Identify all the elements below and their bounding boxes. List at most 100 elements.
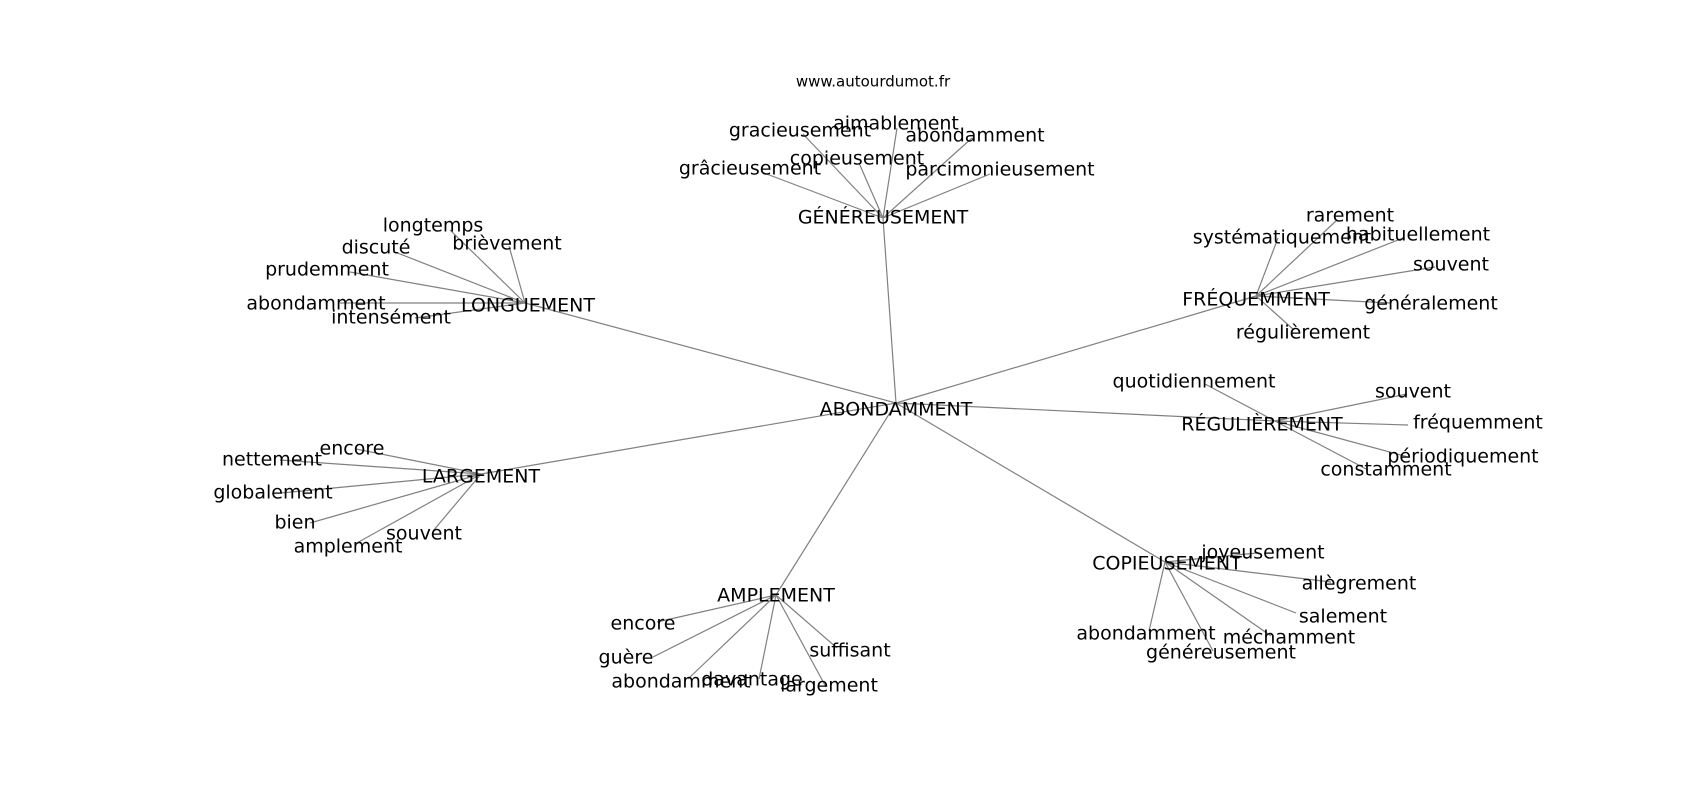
leaf-label-largement-4: souvent [386,523,462,545]
leaf-label-copieusement-2: salement [1299,606,1387,628]
leaf-label-copieusement-3: abondamment [1076,623,1215,645]
leaf-label-regulierement-1: souvent [1375,381,1451,403]
edge-longuement-leaf-0 [449,229,526,304]
leaf-label-longuement-1: brièvement [452,233,561,255]
hub-label-regulierement: RÉGULIÈREMENT [1181,413,1343,436]
leaf-label-regulierement-4: constamment [1320,459,1451,481]
leaf-label-longuement-2: discuté [342,237,411,259]
edge-amplement-leaf-0 [656,594,777,623]
leaf-label-amplement-4: davantage [701,669,802,691]
leaf-label-longuement-0: longtemps [383,215,484,237]
edge-frequemment-leaf-4 [1255,295,1391,304]
leaf-label-frequemment-2: habituellement [1346,224,1490,246]
leaf-label-amplement-2: suffisant [809,640,890,662]
edge-genereusement-leaf-3 [858,162,884,219]
edge-copieusement-leaf-5 [1164,561,1214,652]
leaf-label-longuement-5: intensément [331,307,451,329]
leaf-label-frequemment-4: généralement [1364,293,1498,315]
leaf-label-regulierement-2: fréquemment [1413,412,1543,434]
edge-copieusement-leaf-3 [1148,561,1166,632]
leaf-label-genereusement-5: parcimonieusement [905,159,1094,181]
leaf-label-frequemment-5: régulièrement [1236,322,1370,344]
leaf-label-largement-3: bien [274,512,315,534]
edge-root-largement [480,402,897,475]
leaf-label-copieusement-5: généreusement [1146,642,1296,664]
leaf-label-amplement-5: largement [780,675,878,697]
edge-root-copieusement [895,402,1166,563]
leaf-label-genereusement-1: aimablement [833,113,959,135]
edge-largement-leaf-5 [354,473,482,545]
hub-label-amplement: AMPLEMENT [717,585,835,607]
leaf-label-genereusement-2: abondamment [905,125,1044,147]
edge-genereusement-leaf-4 [763,172,884,219]
edge-root-longuement [524,302,897,404]
edge-regulierement-leaf-3 [1274,420,1409,458]
edge-amplement-leaf-3 [687,594,777,680]
source-credit-text: www.autourdumot.fr [796,73,951,91]
leaf-label-copieusement-4: méchamment [1223,627,1356,649]
edge-amplement-leaf-1 [652,594,777,658]
leaf-label-copieusement-0: joyeusement [1200,542,1324,564]
edge-root-frequemment [895,295,1257,404]
edge-layer [279,127,1436,688]
label-layer: www.autourdumot.fr gracieusementaimableme… [213,73,1543,697]
leaf-label-frequemment-3: souvent [1413,254,1489,276]
edge-frequemment-leaf-3 [1255,266,1436,297]
edge-root-regulierement [895,402,1276,422]
edge-largement-leaf-0 [355,448,482,475]
edge-largement-leaf-3 [309,473,482,524]
root-label: ABONDAMMENT [820,399,973,421]
edge-frequemment-leaf-1 [1255,237,1279,297]
edge-largement-leaf-4 [432,473,482,532]
edge-longuement-leaf-2 [394,251,526,304]
edge-root-genereusement [882,217,897,404]
leaf-label-genereusement-0: gracieusement [729,120,871,142]
edge-frequemment-leaf-2 [1255,237,1404,297]
leaf-label-longuement-3: prudemment [265,259,389,281]
leaf-label-genereusement-4: grâcieusement [679,158,821,180]
edge-copieusement-leaf-0 [1164,552,1258,563]
edge-copieusement-leaf-2 [1164,561,1297,614]
leaf-label-longuement-4: abondamment [246,293,385,315]
edge-longuement-leaf-3 [349,271,526,304]
edge-genereusement-leaf-2 [882,137,973,219]
leaf-label-largement-5: amplement [294,536,403,558]
hub-label-genereusement: GÉNÉREUSEMENT [798,206,969,229]
hub-label-longuement: LONGUEMENT [461,295,595,317]
edge-root-amplement [775,402,897,596]
hub-label-frequemment: FRÉQUEMMENT [1182,288,1330,311]
edge-frequemment-leaf-5 [1255,295,1295,331]
edge-copieusement-leaf-1 [1164,561,1332,583]
leaf-label-amplement-1: guère [599,647,654,669]
edge-genereusement-leaf-0 [802,133,884,219]
leaf-label-regulierement-0: quotidiennement [1113,371,1276,393]
leaf-label-largement-0: encore [320,438,385,460]
edge-amplement-leaf-4 [758,594,777,680]
edge-largement-leaf-1 [279,459,482,475]
edge-copieusement-leaf-4 [1164,561,1272,637]
edge-largement-leaf-2 [280,473,482,494]
hub-label-largement: LARGEMENT [422,466,541,488]
edge-regulierement-leaf-2 [1274,420,1409,426]
edge-longuement-leaf-1 [508,245,526,304]
hub-label-copieusement: COPIEUSEMENT [1092,553,1242,575]
edge-frequemment-leaf-0 [1255,219,1338,297]
edge-genereusement-leaf-5 [882,173,991,219]
leaf-label-frequemment-0: rarement [1306,205,1394,227]
edge-amplement-leaf-5 [775,594,827,688]
leaf-label-largement-1: nettement [222,449,322,471]
edge-amplement-leaf-2 [775,594,838,649]
leaf-label-amplement-3: abondamment [611,671,750,693]
edge-genereusement-leaf-1 [882,127,898,219]
edge-regulierement-leaf-4 [1274,420,1369,471]
leaf-label-regulierement-3: périodiquement [1387,446,1538,468]
edge-regulierement-leaf-0 [1204,383,1276,422]
edge-regulierement-leaf-1 [1274,393,1408,422]
leaf-label-frequemment-1: systématiquement [1193,227,1372,249]
leaf-label-copieusement-1: allègrement [1302,573,1417,595]
leaf-label-largement-2: globalement [213,482,332,504]
leaf-label-amplement-0: encore [611,613,676,635]
edge-longuement-leaf-5 [414,302,526,319]
